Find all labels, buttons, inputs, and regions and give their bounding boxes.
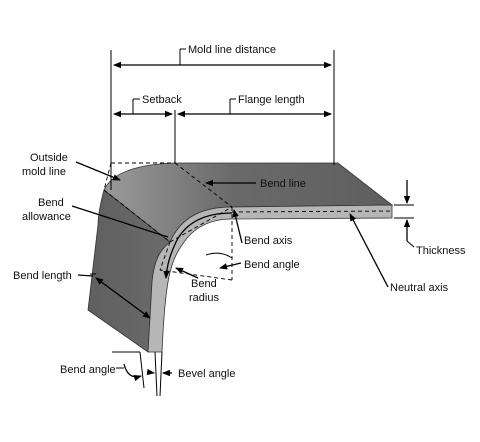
bend-length-arrow — [95, 277, 151, 319]
label-mold-line-distance: Mold line distance — [188, 44, 276, 56]
mold-line-corner-dashed — [103, 162, 112, 191]
bevel-arrow-left — [146, 368, 155, 376]
bend-axis-leader — [232, 209, 243, 244]
bend-line-dashed — [174, 162, 233, 208]
label-bend-radius-1: Bend — [191, 278, 217, 290]
label-bevel-angle: Bevel angle — [178, 368, 236, 380]
label-bend-radius-2: radius — [189, 292, 219, 304]
label-outside-mold-line-2: mold line — [22, 166, 66, 178]
label-flange-length: Flange length — [238, 94, 305, 106]
label-setback: Setback — [142, 94, 182, 106]
label-neutral-axis: Neutral axis — [390, 282, 449, 294]
neutral-axis-leader — [349, 213, 389, 288]
bend-inner-dashed — [169, 206, 233, 243]
label-thickness: Thickness — [416, 245, 466, 257]
label-outside-mold-line-1: Outside — [30, 152, 68, 164]
bend-radius-dashed — [159, 269, 233, 281]
label-bend-allowance-1: Bend — [38, 197, 64, 209]
label-bend-line: Bend line — [260, 178, 306, 190]
label-bend-angle-right: Bend angle — [244, 259, 300, 271]
label-bend-angle-bottom: Bend angle — [60, 364, 116, 376]
label-bend-length: Bend length — [13, 270, 72, 282]
bend-tangent-dashed — [159, 241, 171, 271]
outside-mold-line-leader — [75, 161, 121, 181]
bevel-line-left — [154, 351, 158, 397]
bevel-line-right — [159, 351, 163, 397]
bend-angle-bottom-side — [139, 351, 145, 389]
bend-angle-right-arc — [205, 252, 233, 259]
neutral-axis-dashed — [231, 210, 393, 213]
bend-angle-right-leader — [219, 262, 242, 270]
bend-angle-bottom-arc — [123, 363, 142, 382]
label-bend-allowance-2: allowance — [22, 211, 71, 223]
thickness-leader — [406, 240, 415, 248]
thickness-edge — [147, 204, 393, 353]
bend-length-leader — [77, 274, 94, 277]
bend-line-lower-dashed — [103, 189, 171, 243]
bend-radius-leader — [175, 267, 199, 279]
bend-allowance-leader — [71, 205, 169, 238]
bend-allowance-arc — [163, 212, 233, 279]
label-bend-axis: Bend axis — [244, 235, 293, 247]
